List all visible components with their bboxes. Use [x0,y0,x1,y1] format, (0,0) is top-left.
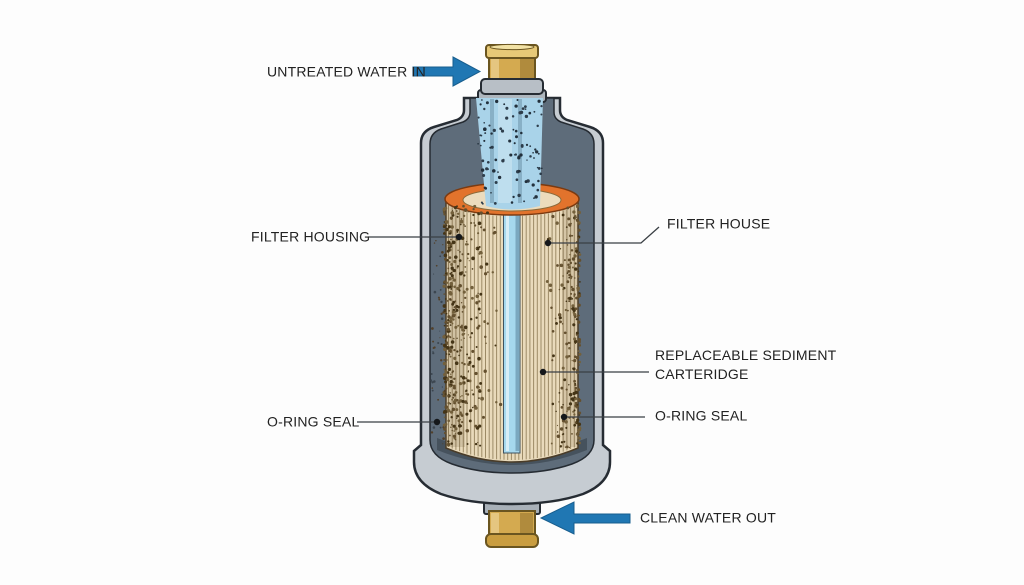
leader-dots [433,233,568,426]
label-untreated-water-in: UNTREATED WATER IN [267,63,426,80]
label-replaceable-sediment-line1: REPLACEABLE SEDIMENT [655,347,837,363]
label-o-ring-seal-left: O-RING SEAL [267,413,360,430]
leader-filter-house [548,226,660,244]
water-column [476,98,543,210]
label-clean-water-out: CLEAN WATER OUT [640,509,777,526]
leader-lines [357,226,660,423]
label-o-ring-seal-right: O-RING SEAL [655,407,748,424]
arrow-left-icon [539,501,631,535]
label-replaceable-sediment-cartridge: REPLACEABLE SEDIMENT CARTERIDGE [655,346,836,384]
housing-interior [430,98,587,465]
replaceable-sediment-cartridge [444,182,580,463]
label-filter-housing: FILTER HOUSING [251,228,371,245]
label-filter-house: FILTER HOUSE [667,215,771,232]
label-replaceable-sediment-line2: CARTERIDGE [655,366,749,382]
sediment-particles [430,98,582,449]
arrow-right-icon [412,56,482,87]
